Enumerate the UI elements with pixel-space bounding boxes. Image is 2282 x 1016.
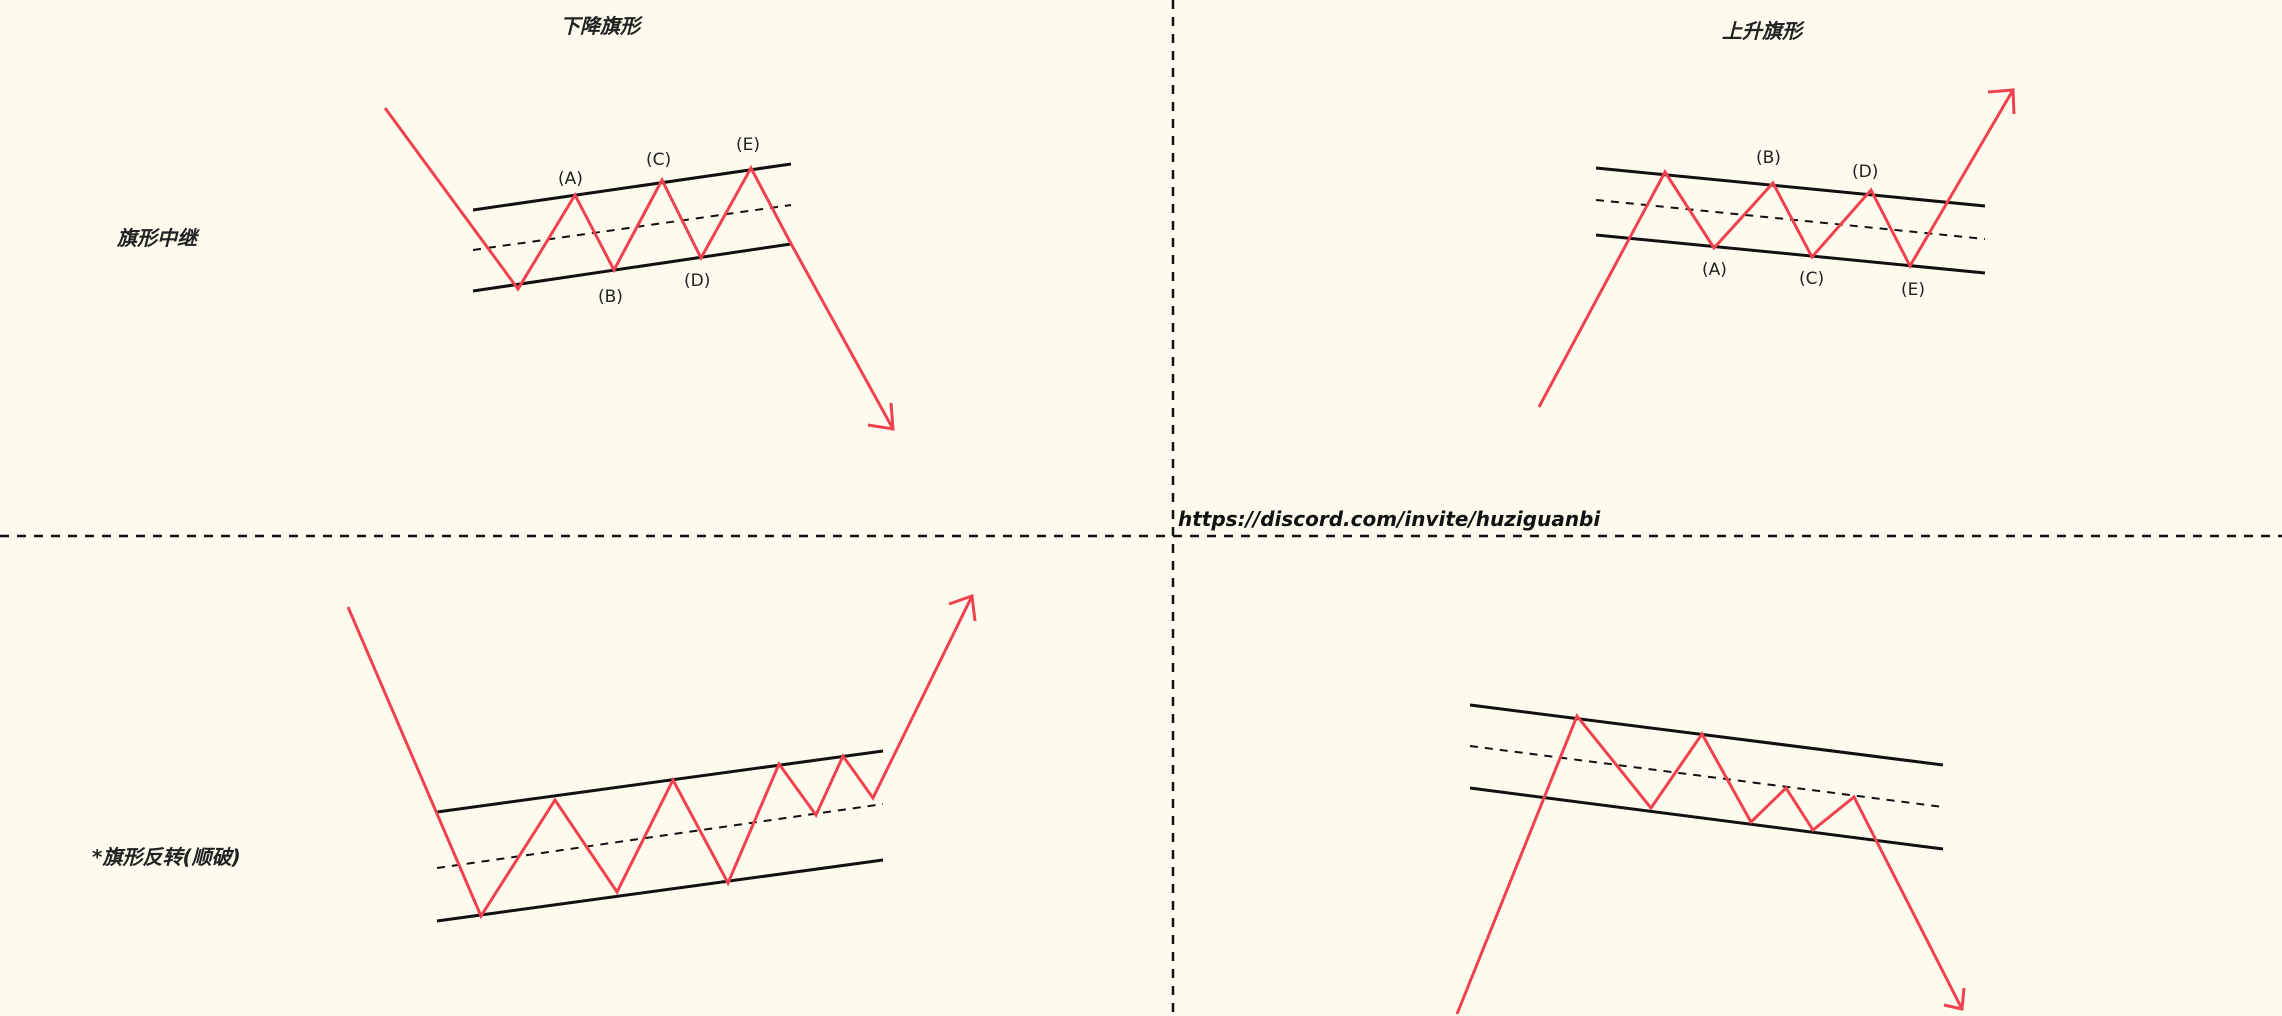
- discord-url: https://discord.com/invite/huziguanbi: [1178, 507, 1601, 531]
- label-c: (C): [646, 150, 671, 170]
- label-d: (D): [684, 271, 710, 291]
- channel-upper: [436, 749, 884, 814]
- price-path: [383, 107, 895, 430]
- price-path: [1537, 89, 2015, 408]
- channel-lower: [472, 242, 792, 293]
- channel-lower: [1469, 786, 1944, 851]
- arrow-head: [1943, 987, 1966, 1011]
- label-e: (E): [736, 135, 760, 155]
- channel-lower: [1595, 233, 1986, 275]
- channel-midline: [1595, 199, 1986, 240]
- descending-flag-continuation: (A) (B) (C) (D) (E): [383, 107, 895, 431]
- label-a: (A): [558, 169, 583, 189]
- flag-reversal-bearish: [1455, 703, 1966, 1015]
- title-ascending-flag: 上升旗形: [1722, 19, 1802, 43]
- price-path: [1455, 713, 1964, 1015]
- label-c: (C): [1799, 269, 1824, 289]
- price-path: [346, 595, 974, 920]
- channel-midline: [472, 204, 792, 251]
- arrow-head: [948, 593, 977, 622]
- arrow-head: [1987, 88, 2016, 115]
- channel-midline: [436, 803, 884, 869]
- label-e: (E): [1901, 280, 1925, 300]
- channel-upper: [1469, 703, 1944, 767]
- channel-lower: [436, 858, 884, 923]
- row-label-continuation: 旗形中继: [117, 226, 197, 250]
- ascending-flag-continuation: (A) (B) (C) (D) (E): [1537, 88, 2016, 408]
- label-b: (B): [598, 287, 623, 307]
- flag-reversal-bullish: [346, 593, 977, 923]
- channel-upper: [472, 162, 792, 212]
- label-d: (D): [1852, 162, 1878, 182]
- arrow-head: [867, 402, 895, 431]
- title-descending-flag: 下降旗形: [560, 14, 640, 38]
- label-b: (B): [1756, 148, 1781, 168]
- channel-upper: [1595, 166, 1986, 208]
- label-a: (A): [1702, 260, 1727, 280]
- channel-midline: [1469, 745, 1944, 808]
- row-label-reversal: *旗形反转(顺破): [92, 845, 241, 869]
